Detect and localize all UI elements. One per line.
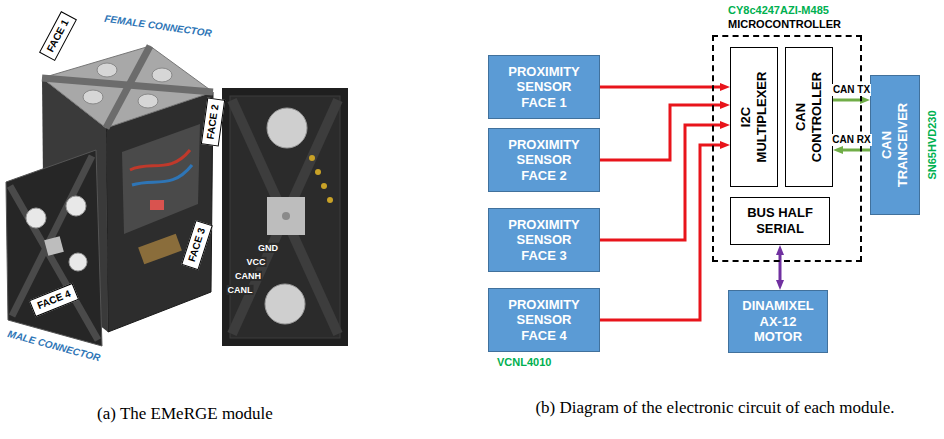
can-controller-box: CAN CONTROLLER bbox=[785, 47, 833, 187]
subfigure-caption: (a) The EMeRGE module bbox=[97, 404, 273, 424]
pin-name: CANL bbox=[227, 285, 254, 295]
box-label: FACE 2 bbox=[205, 104, 222, 140]
signal-arrow bbox=[600, 105, 722, 160]
cube-side-face bbox=[106, 92, 213, 332]
signal-arrow bbox=[841, 149, 870, 152]
magnet bbox=[138, 94, 158, 108]
pin-name: GND bbox=[257, 243, 279, 253]
box-label: FACE 1 bbox=[44, 18, 71, 55]
screw bbox=[282, 212, 290, 220]
box-label: FACE 4 bbox=[36, 288, 73, 312]
wire bbox=[130, 150, 190, 170]
box-label: CAN TRANCEIVER bbox=[879, 95, 910, 195]
part-number: SN65HVD230 bbox=[926, 110, 939, 179]
magnet bbox=[267, 108, 307, 148]
connector-face bbox=[230, 96, 340, 338]
magnet bbox=[66, 196, 86, 216]
magnet bbox=[97, 63, 117, 77]
plate-rib bbox=[106, 46, 150, 128]
connector-label: MALE CONNECTOR bbox=[6, 328, 101, 364]
subfigure-caption: (b) Diagram of the electronic circuit of… bbox=[490, 398, 940, 418]
sensor-box: PROXIMITY SENSOR FACE 1 bbox=[488, 55, 600, 119]
box-label: FACE 3 bbox=[186, 226, 208, 263]
connector-block bbox=[138, 234, 182, 265]
pin bbox=[321, 183, 327, 189]
face-rib bbox=[232, 100, 338, 334]
plate-rib bbox=[10, 186, 98, 340]
face-tag: FACE 2 bbox=[201, 97, 225, 146]
circuit-board bbox=[122, 124, 200, 234]
microcontroller-frame: CY8c4247AZI-M485MICROCONTROLLERI2C MULTI… bbox=[712, 35, 862, 262]
rotated-text-holder: I2C MULTIPLEXER bbox=[738, 71, 769, 163]
face-rib bbox=[232, 100, 338, 334]
sensor-box: PROXIMITY SENSOR FACE 3 bbox=[488, 208, 600, 272]
serial-bus-box: BUS HALF SERIAL bbox=[730, 197, 830, 245]
transceiver-box: CAN TRANCEIVER bbox=[870, 75, 920, 215]
center-plate bbox=[44, 236, 64, 256]
signal-arrow bbox=[600, 86, 722, 89]
magnet bbox=[152, 68, 172, 82]
signal-arrow bbox=[600, 145, 722, 320]
box-label: I2C MULTIPLEXER bbox=[738, 71, 769, 163]
male-connector-plate bbox=[6, 150, 102, 346]
center-plate bbox=[267, 197, 305, 235]
sensor-box: PROXIMITY SENSOR FACE 4 bbox=[488, 288, 600, 352]
signal-arrow bbox=[600, 125, 722, 240]
box-label: DINAMIXEL AX-12 MOTOR bbox=[737, 298, 819, 345]
pin bbox=[315, 169, 321, 175]
face-tag: FACE 4 bbox=[29, 283, 79, 317]
box-label: PROXIMITY SENSOR FACE 4 bbox=[502, 297, 586, 344]
pin-name: VCC bbox=[245, 257, 266, 267]
pin bbox=[327, 197, 333, 203]
pin-name: CANH bbox=[234, 271, 262, 281]
magnet bbox=[83, 90, 103, 104]
signal-arrow bbox=[833, 99, 862, 102]
multiplexer-box: I2C MULTIPLEXER bbox=[730, 47, 778, 187]
box-label: CAN CONTROLLER bbox=[793, 71, 824, 163]
electronic-part bbox=[150, 200, 164, 210]
signal-name: CAN RX bbox=[831, 134, 871, 146]
part-number: VCNL4010 bbox=[497, 356, 551, 369]
rotated-text-holder: CAN TRANCEIVER bbox=[879, 95, 910, 195]
magnet bbox=[69, 253, 87, 271]
wire bbox=[132, 165, 192, 185]
motor-box: DINAMIXEL AX-12 MOTOR bbox=[728, 290, 828, 353]
rotated-text-holder: CAN CONTROLLER bbox=[793, 71, 824, 163]
frame-heading: MICROCONTROLLER bbox=[728, 18, 841, 30]
connector-label: FEMALE CONNECTOR bbox=[104, 13, 213, 39]
box-label: PROXIMITY SENSOR FACE 1 bbox=[502, 64, 586, 111]
signal-arrow bbox=[779, 253, 782, 282]
signal-name: CAN TX bbox=[832, 84, 871, 96]
box-label: PROXIMITY SENSOR FACE 2 bbox=[502, 137, 586, 184]
frame-heading: CY8c4247AZI-M485 bbox=[728, 4, 829, 16]
box-label: PROXIMITY SENSOR FACE 3 bbox=[502, 217, 586, 264]
face-tag: FACE 1 bbox=[39, 11, 77, 61]
sensor-box: PROXIMITY SENSOR FACE 2 bbox=[488, 128, 600, 192]
connector-photo bbox=[222, 88, 348, 346]
female-connector-plate bbox=[42, 46, 213, 128]
pin bbox=[309, 155, 315, 161]
magnet bbox=[265, 284, 305, 324]
face-tag: FACE 3 bbox=[181, 220, 213, 270]
box-label: BUS HALF SERIAL bbox=[739, 205, 821, 236]
magnet bbox=[26, 208, 46, 228]
